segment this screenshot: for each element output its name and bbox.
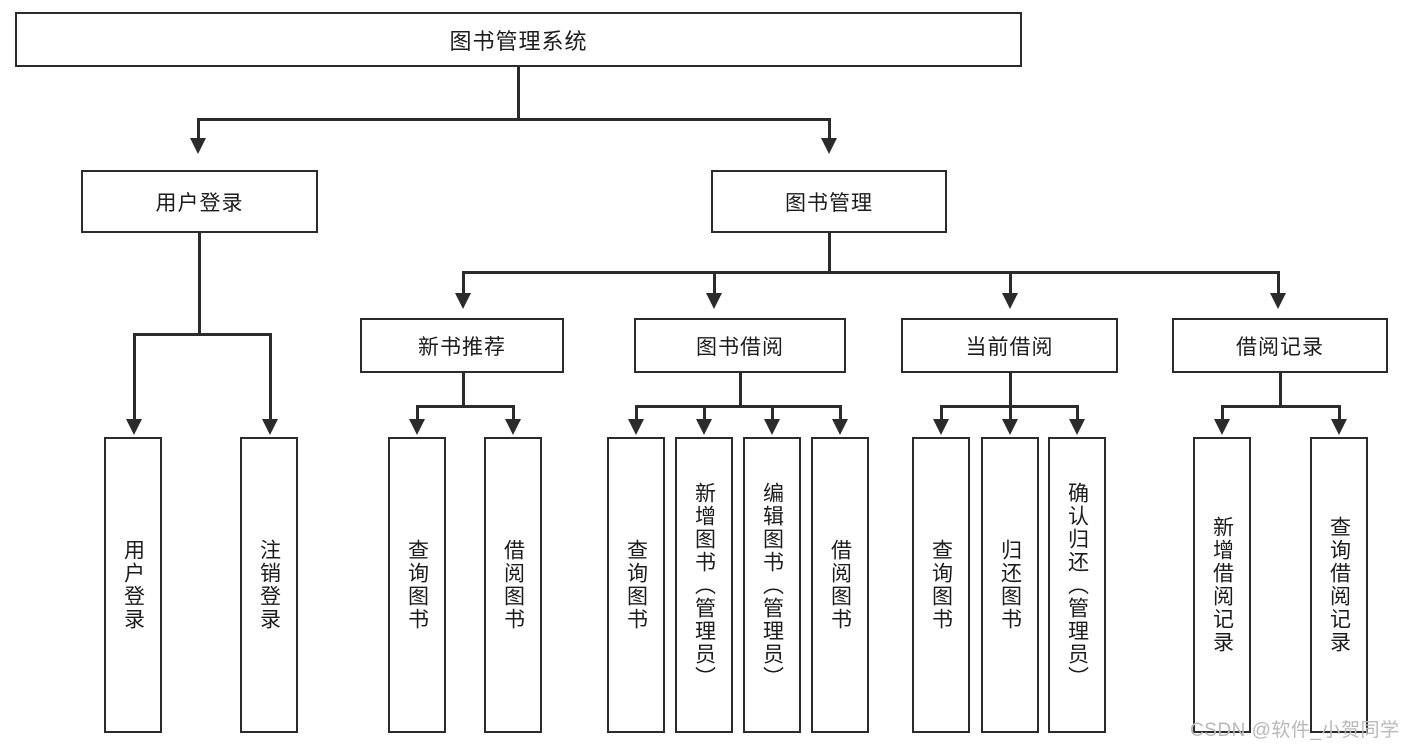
connector-bm-to-book-borrow [713, 271, 716, 295]
leaf-current-borrow-confirm-return-admin[interactable]: 确认归还（管理员） [1048, 437, 1106, 733]
leaf-book-borrow-borrow-book[interactable]: 借阅图书 [811, 437, 869, 733]
connector-current-borrow-leaf-1 [940, 405, 943, 421]
connector-book-borrow-leaf-2 [703, 405, 706, 421]
arrowhead-book-borrow-leaf-3 [764, 419, 780, 435]
leaf-user-login-login[interactable]: 用户登录 [104, 437, 162, 733]
connector-new-book-bus [416, 405, 515, 408]
connector-borrow-record-bus [1221, 405, 1341, 408]
connector-borrow-record-stem [1279, 373, 1282, 407]
node-new-book-recommend[interactable]: 新书推荐 [360, 318, 564, 373]
arrowhead-book-borrow-leaf-1 [628, 419, 644, 435]
leaf-book-borrow-query-book[interactable]: 查询图书 [607, 437, 665, 733]
connector-borrow-record-leaf-2 [1338, 405, 1341, 421]
connector-current-borrow-stem [1009, 373, 1012, 407]
node-root-book-management-system[interactable]: 图书管理系统 [15, 12, 1022, 67]
connector-new-book-leaf-2 [512, 405, 515, 421]
arrowhead-borrow-record-leaf-2 [1331, 419, 1347, 435]
arrowhead-book-borrow [706, 293, 722, 309]
arrowhead-user-login-leaf-2 [262, 419, 278, 435]
arrowhead-to-book-management [821, 138, 837, 154]
node-borrow-record[interactable]: 借阅记录 [1172, 318, 1388, 373]
connector-book-borrow-leaf-1 [635, 405, 638, 421]
arrowhead-current-borrow-leaf-2 [1002, 419, 1018, 435]
arrowhead-borrow-record [1270, 293, 1286, 309]
arrowhead-current-borrow-leaf-1 [933, 419, 949, 435]
leaf-borrow-record-add-record[interactable]: 新增借阅记录 [1193, 437, 1251, 733]
arrowhead-borrow-record-leaf-1 [1214, 419, 1230, 435]
connector-bm-to-current-borrow [1009, 271, 1012, 295]
arrowhead-book-borrow-leaf-2 [696, 419, 712, 435]
arrowhead-current-borrow-leaf-3 [1069, 419, 1085, 435]
node-current-borrow[interactable]: 当前借阅 [901, 318, 1118, 373]
connector-new-book-leaf-1 [416, 405, 419, 421]
leaf-new-book-borrow-book[interactable]: 借阅图书 [484, 437, 542, 733]
connector-root-stem [517, 67, 520, 120]
connector-book-borrow-leaf-4 [839, 405, 842, 421]
leaf-new-book-query-book[interactable]: 查询图书 [388, 437, 446, 733]
leaf-borrow-record-query-record[interactable]: 查询借阅记录 [1310, 437, 1368, 733]
connector-user-login-stem [198, 233, 201, 335]
connector-book-management-stem [828, 233, 831, 273]
arrowhead-new-book-recommend [455, 293, 471, 309]
connector-book-borrow-leaf-3 [771, 405, 774, 421]
connector-borrow-record-leaf-1 [1221, 405, 1224, 421]
connector-book-borrow-bus [635, 405, 842, 408]
node-user-login[interactable]: 用户登录 [81, 170, 318, 233]
connector-root-to-user-login [197, 118, 200, 140]
leaf-user-login-logout[interactable]: 注销登录 [240, 437, 298, 733]
csdn-watermark: CSDN @软件_小贺同学 [1190, 720, 1400, 741]
connector-current-borrow-leaf-3 [1076, 405, 1079, 421]
node-book-management[interactable]: 图书管理 [711, 170, 947, 233]
arrowhead-book-borrow-leaf-4 [832, 419, 848, 435]
connector-root-to-book-management [828, 118, 831, 140]
leaf-book-borrow-add-book-admin[interactable]: 新增图书（管理员） [675, 437, 733, 733]
connector-new-book-stem [462, 373, 465, 407]
leaf-current-borrow-query-book[interactable]: 查询图书 [912, 437, 970, 733]
arrowhead-new-book-leaf-1 [409, 419, 425, 435]
connector-book-borrow-stem [739, 373, 742, 407]
connector-user-login-to-leaf-2 [269, 333, 272, 421]
connector-current-borrow-leaf-2 [1009, 405, 1012, 421]
node-book-borrow[interactable]: 图书借阅 [634, 318, 846, 373]
connector-bm-to-borrow-record [1277, 271, 1280, 295]
connector-user-login-to-leaf-1 [133, 333, 136, 421]
leaf-book-borrow-edit-book-admin[interactable]: 编辑图书（管理员） [743, 437, 801, 733]
leaf-current-borrow-return-book[interactable]: 归还图书 [981, 437, 1039, 733]
connector-book-management-bus [462, 271, 1280, 274]
connector-user-login-bus [133, 333, 271, 336]
arrowhead-new-book-leaf-2 [505, 419, 521, 435]
arrowhead-to-user-login [190, 138, 206, 154]
connector-root-bus [197, 118, 831, 121]
connector-bm-to-new-book [462, 271, 465, 295]
arrowhead-user-login-leaf-1 [126, 419, 142, 435]
arrowhead-current-borrow [1002, 293, 1018, 309]
